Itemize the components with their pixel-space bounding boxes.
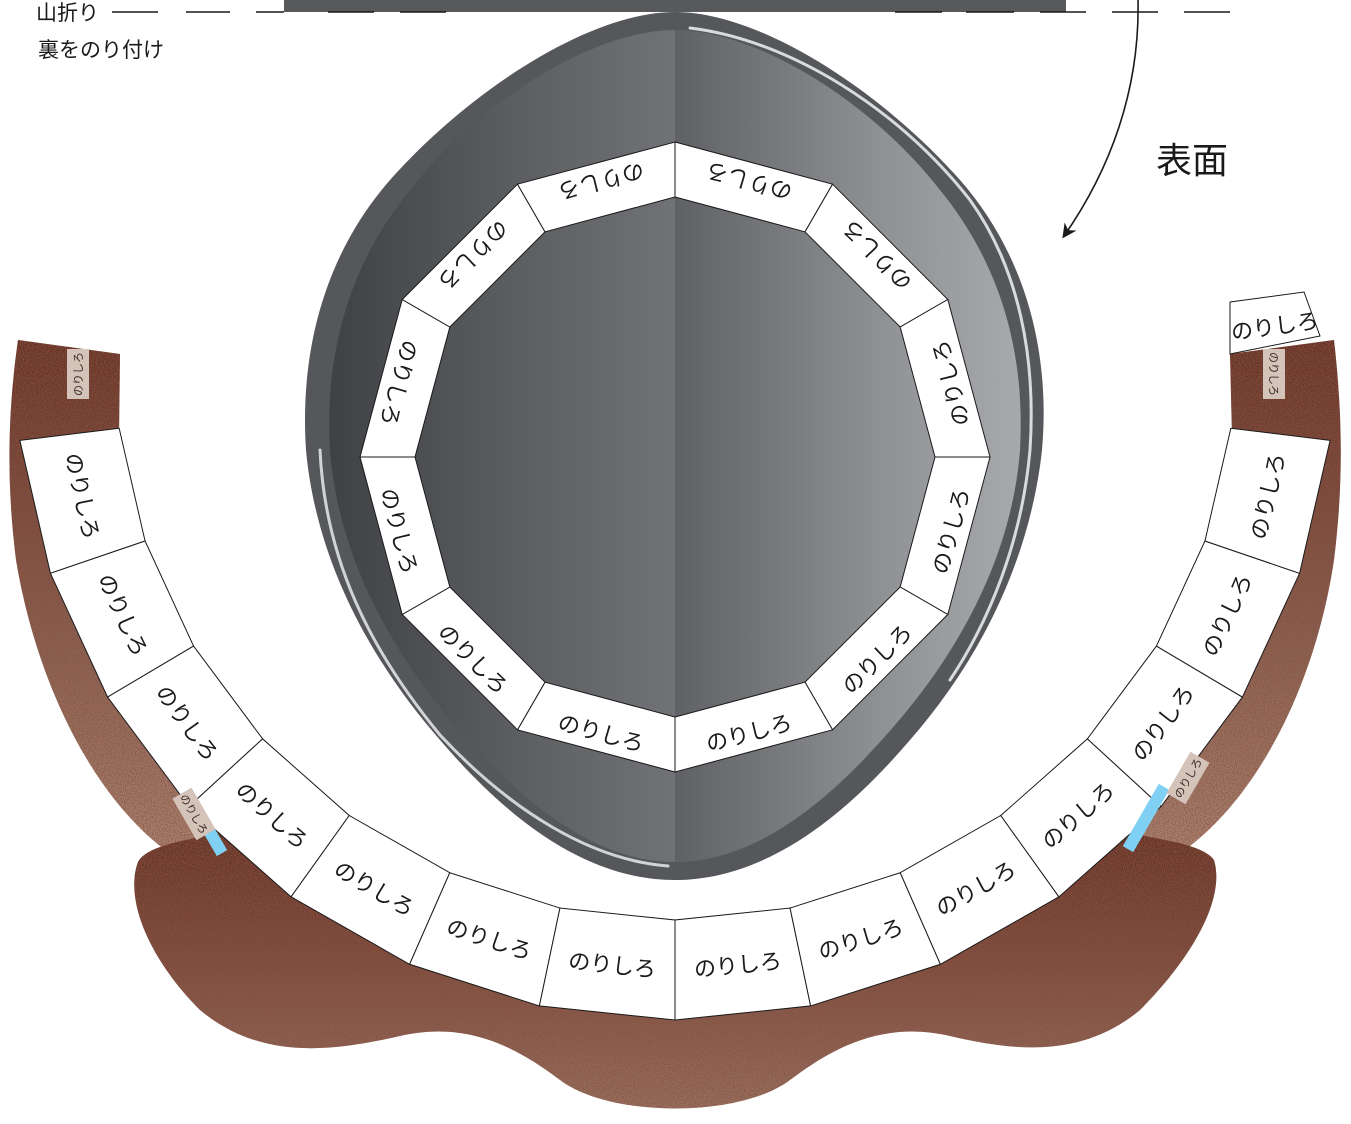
outer-glue-tab: のりしろ bbox=[290, 814, 451, 965]
fold-direction-arrow bbox=[1062, 0, 1139, 239]
glue-tab-top-right-outer: のりしろ bbox=[1229, 291, 1321, 355]
fold-line bbox=[112, 0, 1230, 13]
top-strip bbox=[284, 0, 1066, 12]
outer-glue-tab: のりしろ bbox=[1155, 540, 1301, 698]
outer-glue-tab: のりしろ bbox=[106, 645, 264, 808]
rim-left-half bbox=[329, 30, 675, 862]
outer-glue-arc: のりしろのりしろのりしろのりしろのりしろのりしろのりしろのりしろのりしろのりしろ… bbox=[19, 427, 1331, 1021]
glue-back-label: 裏をのり付け bbox=[38, 38, 164, 62]
inner-glue-tab: のりしろ bbox=[359, 456, 451, 616]
mountain-fold-label: 山折り bbox=[36, 1, 99, 25]
corner-tabs: のりしろ のりしろ のりしろ のりしろ のりしろ bbox=[67, 291, 1321, 857]
outer-glue-tab: のりしろ bbox=[408, 872, 561, 1007]
outer-glue-tab: のりしろ bbox=[49, 540, 195, 698]
outer-glue-tab: のりしろ bbox=[19, 427, 146, 574]
blue-strip-right bbox=[1122, 783, 1170, 853]
outer-glue-tab: のりしろ bbox=[789, 872, 942, 1007]
glue-tab-top-left: のりしろ bbox=[67, 349, 89, 399]
front-face-label: 表面 bbox=[1156, 141, 1228, 182]
inner-glue-tab: のりしろ bbox=[359, 298, 451, 458]
svg-text:のりしろ: のりしろ bbox=[1267, 352, 1280, 396]
outer-glue-tab: のりしろ bbox=[1204, 427, 1331, 574]
glue-tab-top-right: のりしろ bbox=[1263, 349, 1285, 399]
rim-highlight-left bbox=[318, 448, 670, 868]
outer-glue-tab: のりしろ bbox=[1086, 645, 1244, 808]
inner-glue-tab: のりしろ bbox=[899, 456, 991, 616]
outer-glue-tab: のりしろ bbox=[674, 907, 812, 1021]
outer-glue-tab: のりしろ bbox=[1000, 738, 1162, 898]
outer-glue-tab: のりしろ bbox=[538, 907, 676, 1021]
svg-text:のりしろ: のりしろ bbox=[72, 352, 85, 396]
rim-highlight-right bbox=[688, 26, 1033, 682]
rim-right-half bbox=[675, 30, 1021, 862]
inner-glue-ring: のりしろのりしろのりしろのりしろのりしろのりしろのりしろのりしろのりしろのりしろ… bbox=[359, 141, 991, 773]
